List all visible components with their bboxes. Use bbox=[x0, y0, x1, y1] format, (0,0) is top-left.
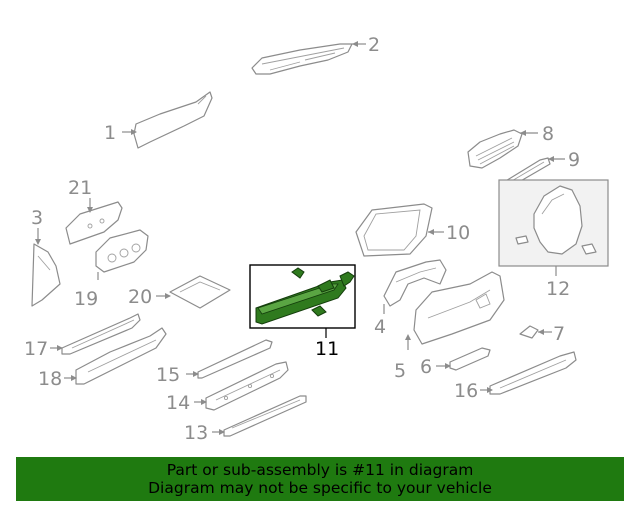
callout-2[interactable]: 2 bbox=[368, 34, 380, 56]
banner-line-2: Diagram may not be specific to your vehi… bbox=[148, 479, 492, 497]
callout-18[interactable]: 18 bbox=[38, 368, 62, 390]
info-banner: Part or sub-assembly is #11 in diagram D… bbox=[16, 457, 624, 501]
callout-9[interactable]: 9 bbox=[568, 149, 580, 171]
arrow-8 bbox=[520, 130, 526, 136]
callout-3[interactable]: 3 bbox=[31, 207, 43, 229]
part-13-sill-trim[interactable] bbox=[223, 395, 307, 437]
part-11-glove-box-panel[interactable] bbox=[255, 267, 355, 325]
arrow-6 bbox=[445, 363, 451, 369]
callout-21[interactable]: 21 bbox=[68, 177, 92, 199]
part-2-upper-panel[interactable] bbox=[251, 43, 353, 75]
arrow-20 bbox=[165, 293, 171, 299]
callout-6[interactable]: 6 bbox=[420, 356, 432, 378]
arrow-7 bbox=[538, 329, 544, 335]
callout-4[interactable]: 4 bbox=[374, 316, 386, 338]
arrow-21 bbox=[87, 207, 93, 213]
arrow-2 bbox=[352, 41, 358, 47]
arrow-13 bbox=[219, 429, 225, 435]
arrow-9 bbox=[548, 156, 554, 162]
callout-1[interactable]: 1 bbox=[104, 122, 116, 144]
arrow-14 bbox=[201, 399, 207, 405]
callout-11[interactable]: 11 bbox=[315, 338, 339, 360]
callout-5[interactable]: 5 bbox=[394, 360, 406, 382]
part-15-strip[interactable] bbox=[197, 339, 273, 379]
part-16-sill[interactable] bbox=[489, 351, 577, 395]
part-3-side-panel[interactable] bbox=[31, 243, 61, 307]
callout-12[interactable]: 12 bbox=[546, 278, 570, 300]
part-19-switch-panel[interactable] bbox=[95, 229, 149, 273]
part-7-clip[interactable] bbox=[519, 325, 539, 339]
arrow-3 bbox=[35, 239, 41, 245]
callout-8[interactable]: 8 bbox=[542, 123, 554, 145]
callout-7[interactable]: 7 bbox=[553, 323, 565, 345]
part-14-rail[interactable] bbox=[205, 361, 289, 411]
part-18-kick-panel[interactable] bbox=[75, 327, 167, 385]
part-12-cover[interactable] bbox=[515, 185, 597, 255]
part-10-display[interactable] bbox=[355, 203, 433, 257]
arrow-16 bbox=[487, 387, 493, 393]
arrow-15 bbox=[193, 371, 199, 377]
part-8-vent[interactable] bbox=[467, 129, 523, 169]
part-5-lower-panel[interactable] bbox=[413, 271, 505, 345]
part-20-pad[interactable] bbox=[169, 275, 231, 309]
part-4-bracket[interactable] bbox=[383, 259, 447, 307]
callout-17[interactable]: 17 bbox=[24, 338, 48, 360]
arrow-10 bbox=[428, 229, 434, 235]
callout-19[interactable]: 19 bbox=[74, 288, 98, 310]
arrow-17 bbox=[57, 345, 63, 351]
arrow-18 bbox=[71, 375, 77, 381]
part-6-trim[interactable] bbox=[449, 347, 491, 371]
arrow-1 bbox=[131, 129, 137, 135]
part-1-trim-panel[interactable] bbox=[133, 91, 213, 149]
callout-13[interactable]: 13 bbox=[184, 422, 208, 444]
callout-10[interactable]: 10 bbox=[446, 222, 470, 244]
part-17-scuff-plate[interactable] bbox=[61, 313, 141, 355]
callout-14[interactable]: 14 bbox=[166, 392, 190, 414]
arrow-5 bbox=[405, 334, 411, 340]
callout-16[interactable]: 16 bbox=[454, 380, 478, 402]
banner-line-1: Part or sub-assembly is #11 in diagram bbox=[166, 461, 474, 479]
part-21-bracket[interactable] bbox=[65, 201, 123, 245]
callout-20[interactable]: 20 bbox=[128, 286, 152, 308]
callout-15[interactable]: 15 bbox=[156, 364, 180, 386]
